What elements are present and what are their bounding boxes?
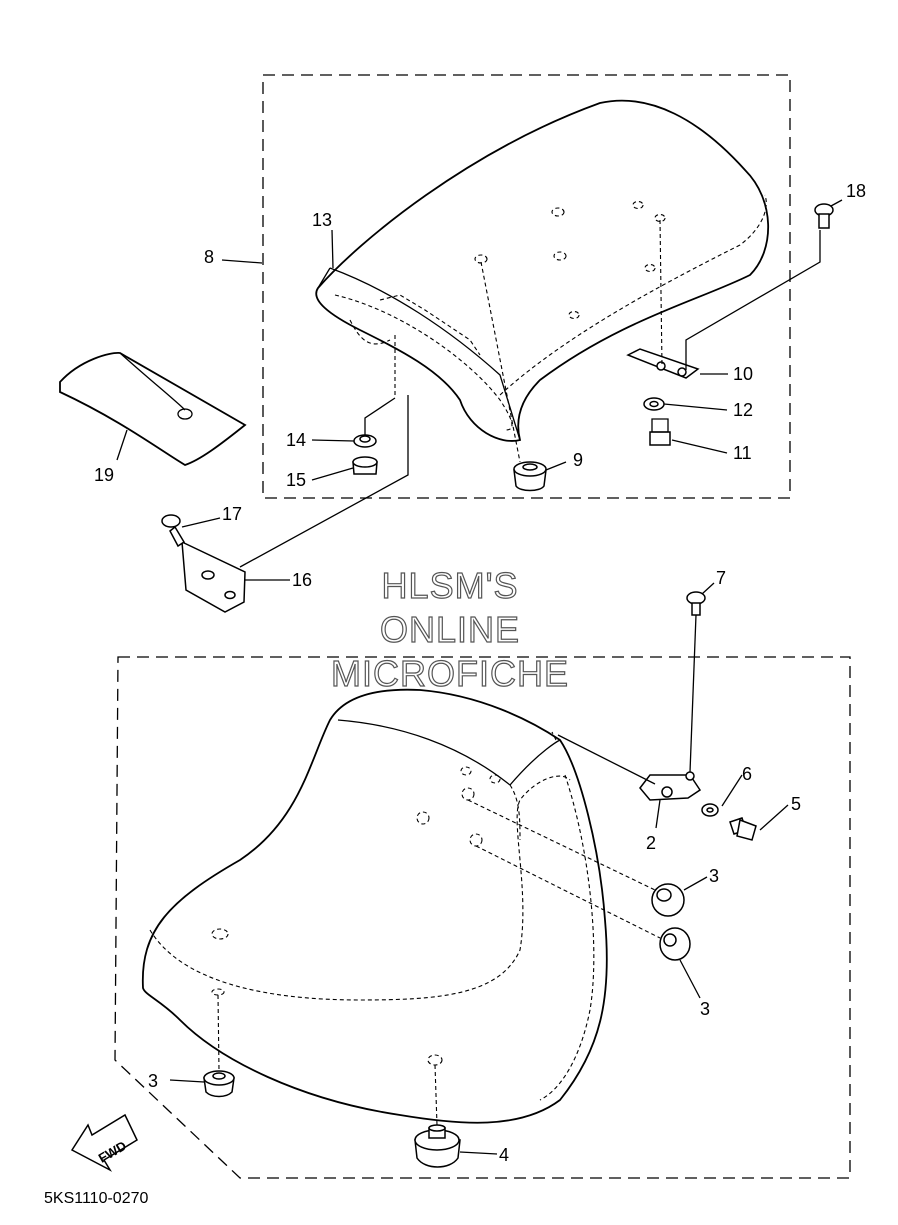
grommet-14[interactable] — [353, 434, 377, 448]
bracket-2[interactable] — [639, 771, 702, 801]
lower-group-box — [114, 656, 851, 1179]
diagram-code: 5KS1110-0270 — [44, 1190, 148, 1207]
callout-6: 6 — [742, 764, 752, 784]
forward-arrow-icon: FWD — [70, 1113, 138, 1172]
watermark-line-2: ONLINE — [380, 609, 520, 650]
callout-8: 8 — [204, 247, 214, 267]
damper-9[interactable] — [513, 461, 547, 492]
callout-12: 12 — [733, 400, 753, 420]
watermark-line-1: HLSM'S — [382, 565, 519, 606]
screw-17[interactable] — [161, 514, 186, 548]
bolt-11[interactable] — [649, 418, 671, 446]
screw-7[interactable] — [686, 591, 706, 616]
washer-12[interactable] — [643, 397, 665, 411]
washer-6[interactable] — [701, 803, 719, 817]
callout-14: 14 — [286, 430, 306, 450]
damper-3-a[interactable] — [651, 883, 685, 917]
seat-cover[interactable] — [59, 352, 247, 466]
nut-15[interactable] — [352, 456, 378, 475]
damper-3-c[interactable] — [203, 1070, 235, 1098]
callout-18: 18 — [846, 181, 866, 201]
bolt-5[interactable] — [729, 817, 757, 841]
rider-seat[interactable] — [141, 688, 608, 1124]
callout-19: 19 — [94, 465, 114, 485]
callout-3-a: 3 — [709, 866, 719, 886]
screw-18[interactable] — [814, 203, 834, 229]
callout-4: 4 — [499, 1145, 509, 1165]
callout-15: 15 — [286, 470, 306, 490]
callout-11: 11 — [733, 443, 752, 463]
bracket-16[interactable] — [181, 540, 246, 613]
callout-9: 9 — [573, 450, 583, 470]
damper-4[interactable] — [414, 1124, 461, 1168]
callout-3-b: 3 — [700, 999, 710, 1019]
callout-16: 16 — [292, 570, 312, 590]
passenger-seat[interactable] — [315, 99, 770, 442]
callout-2: 2 — [646, 833, 656, 853]
callout-10: 10 — [733, 364, 753, 384]
damper-3-b[interactable] — [659, 927, 691, 961]
callout-3-c: 3 — [148, 1071, 158, 1091]
callout-13: 13 — [312, 210, 332, 230]
callout-5: 5 — [791, 794, 801, 814]
callout-17: 17 — [222, 504, 242, 524]
watermark-line-3: MICROFICHE — [331, 653, 569, 694]
callout-7: 7 — [716, 568, 726, 588]
bracket-10[interactable] — [626, 348, 700, 379]
